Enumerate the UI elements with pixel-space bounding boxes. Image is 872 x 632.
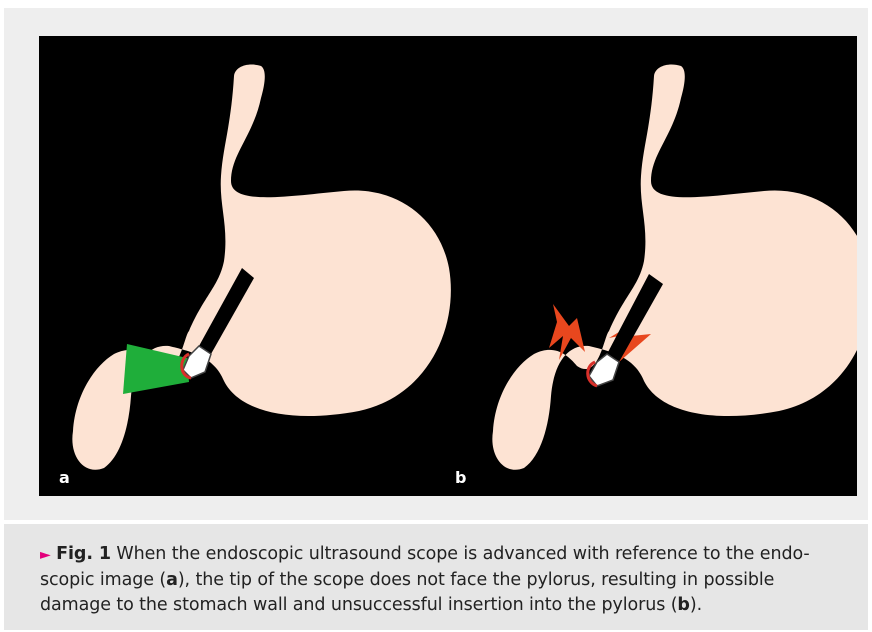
caption-ref-a: a — [166, 570, 178, 590]
caption-arrow-icon: ► — [40, 547, 51, 563]
figure-caption: ► Fig. 1 When the endoscopic ultrasound … — [40, 542, 850, 618]
panel-label-b: b — [455, 468, 466, 487]
panel-label-a: a — [59, 468, 70, 487]
figure-illustration: a b — [39, 36, 857, 496]
stomach-diagram: a b — [39, 36, 857, 496]
caption-box: ► Fig. 1 When the endoscopic ultrasound … — [4, 524, 868, 630]
figure-panel: a b — [4, 8, 868, 520]
caption-figure-label: Fig. 1 — [56, 544, 111, 564]
panel-b-drawing: b — [455, 64, 857, 487]
caption-ref-b: b — [677, 595, 689, 615]
caption-text-3: ). — [690, 595, 702, 615]
stomach-b — [492, 64, 857, 469]
panel-a-drawing: a — [59, 64, 451, 487]
stomach-a — [72, 64, 451, 469]
